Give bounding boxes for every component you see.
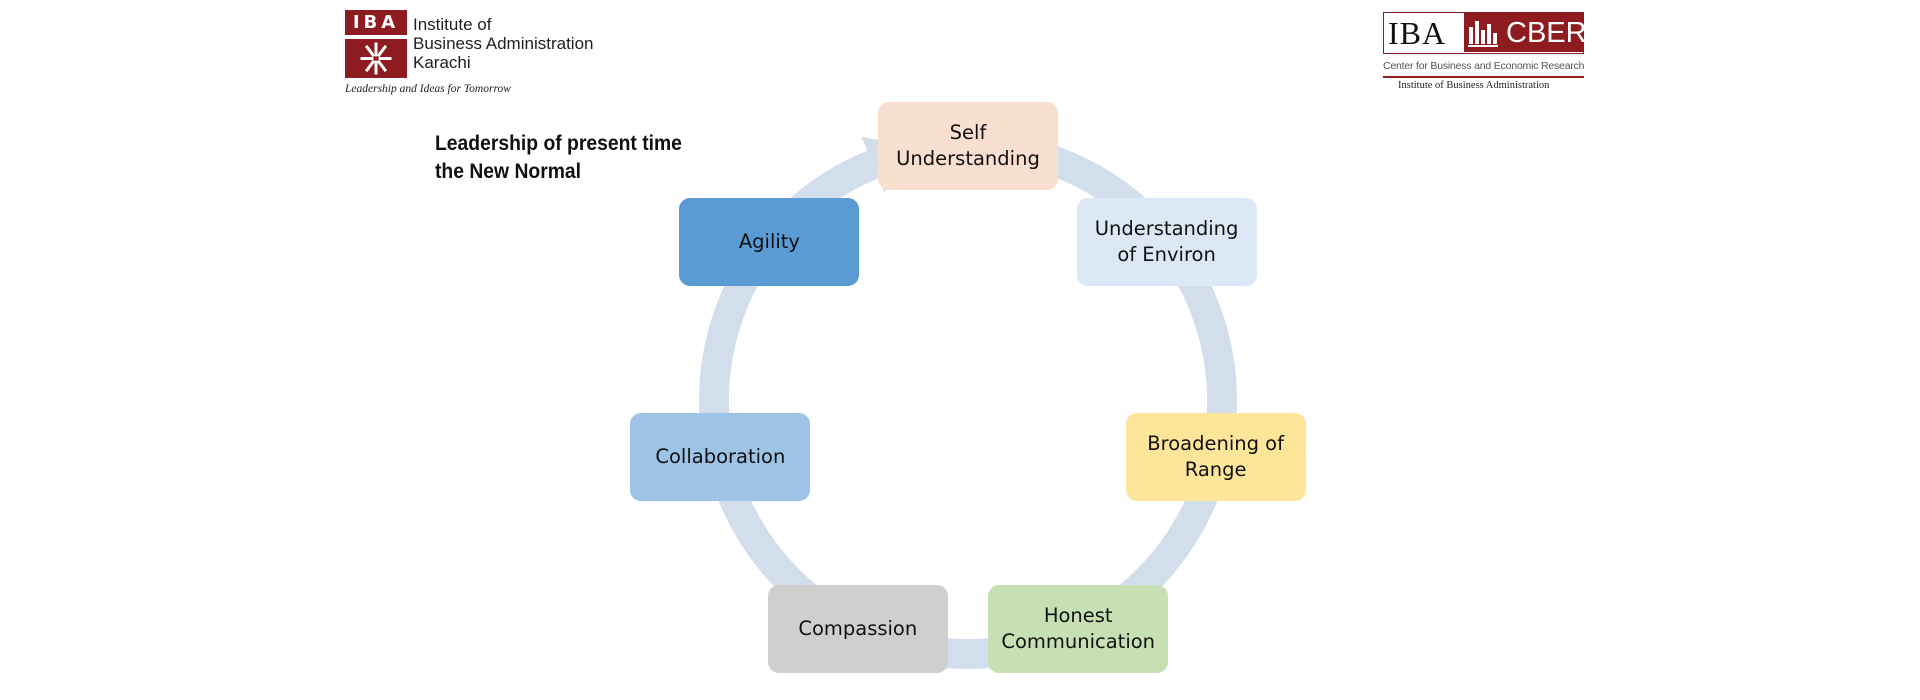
slide-heading-line-1: Leadership of present time <box>435 132 682 155</box>
slide-heading-line-2: the New Normal <box>435 160 582 183</box>
cber-institute: Institute of Business Administration <box>1398 80 1550 91</box>
iba-tagline: Leadership and Ideas for Tomorrow <box>345 83 511 95</box>
iba-logo: IBA Institute of Business Administration… <box>345 10 615 100</box>
cber-iba-text: IBA <box>1388 15 1447 51</box>
iba-name: Institute of Business Administration Kar… <box>413 15 593 72</box>
cycle-arrow-arc <box>699 144 1237 669</box>
iba-badge: IBA <box>345 10 407 78</box>
cber-subtitle: Center for Business and Economic Researc… <box>1383 60 1585 72</box>
cber-red-panel: CBER <box>1464 13 1587 52</box>
bar-chart-icon <box>1468 21 1498 47</box>
iba-name-line-1: Institute of <box>413 15 492 34</box>
cber-word: CBER <box>1506 17 1587 49</box>
iba-badge-text: IBA <box>345 10 407 35</box>
node-collaboration: Collaboration <box>630 412 811 501</box>
slide-heading: Leadership of present time the New Norma… <box>435 130 682 186</box>
node-agility: Agility <box>679 197 860 286</box>
node-honest-communication: Honest Communication <box>988 584 1169 673</box>
node-compassion: Compassion <box>767 584 948 673</box>
cber-logo: IBA CBER Center for Business and Economi… <box>1383 12 1588 97</box>
iba-emblem-icon <box>345 39 407 78</box>
node-self-understanding: Self Understanding <box>878 102 1058 190</box>
cber-divider <box>1383 76 1584 78</box>
iba-name-line-2: Business Administration <box>413 34 594 53</box>
node-broadening-of-range: Broadening of Range <box>1125 412 1306 501</box>
node-understanding-of-environ: Understanding of Environ <box>1076 197 1257 286</box>
iba-name-line-3: Karachi <box>413 53 471 72</box>
cber-logo-box: IBA CBER <box>1383 12 1587 54</box>
